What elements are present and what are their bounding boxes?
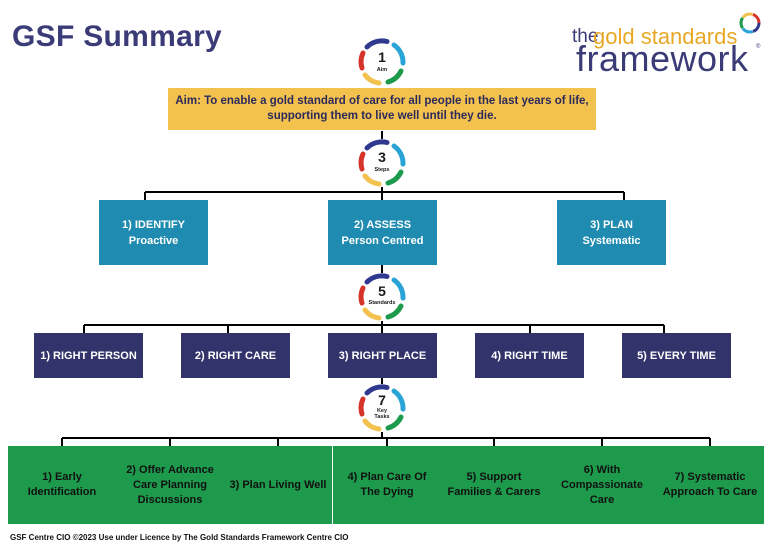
standard-right-person: 1) RIGHT PERSON — [34, 333, 143, 378]
key-task-plan-living-well: 3) Plan Living Well — [224, 446, 332, 524]
standard-every-time: 5) EVERY TIME — [622, 333, 731, 378]
logo-text-gold-standards: gold standards — [593, 24, 738, 49]
key-task-compassionate-care: 6) With Compassionate Care — [548, 446, 656, 524]
badge-standards: 5 Standards — [357, 272, 407, 322]
badge-number: 5 — [378, 283, 386, 299]
badge-number: 1 — [378, 49, 386, 65]
logo-text-the: the — [572, 26, 599, 47]
step-title: 2) ASSESS — [353, 218, 412, 231]
ring-icon — [358, 384, 406, 432]
logo-text-framework: framework — [576, 38, 749, 79]
badge-label: Aim — [376, 67, 388, 73]
logo-ring-icon — [739, 12, 761, 34]
badge-label: Key Tasks — [374, 408, 390, 420]
footer-copyright: GSF Centre CIO ©2023 Use under Licence b… — [10, 533, 349, 542]
badge-aim: 1 Aim — [357, 37, 407, 87]
badge-number: 7 — [378, 392, 386, 408]
step-subtitle: Proactive — [128, 234, 179, 247]
aim-statement-box: Aim: To enable a gold standard of care f… — [168, 88, 596, 130]
badge-label: Standards — [368, 300, 396, 306]
key-task-systematic-approach: 7) Systematic Approach To Care — [656, 446, 764, 524]
step-plan: 3) PLAN Systematic — [557, 200, 666, 265]
badge-number: 3 — [378, 149, 386, 165]
key-task-support-families: 5) Support Families & Carers — [440, 446, 548, 524]
ring-icon — [358, 139, 406, 187]
step-assess: 2) ASSESS Person Centred — [328, 200, 437, 265]
key-task-advance-care-planning: 2) Offer Advance Care Planning Discussio… — [116, 446, 224, 524]
step-subtitle: Systematic — [582, 234, 641, 247]
ring-icon — [358, 273, 406, 321]
step-subtitle: Person Centred — [341, 234, 424, 247]
step-title: 3) PLAN — [590, 218, 633, 231]
standard-right-care: 2) RIGHT CARE — [181, 333, 290, 378]
badge-key-tasks: 7 Key Tasks — [357, 383, 407, 433]
aim-text-line-1: Aim: To enable a gold standard of care f… — [175, 95, 589, 107]
key-task-plan-care-of-dying: 4) Plan Care Of The Dying — [333, 446, 441, 524]
page-title: GSF Summary — [12, 20, 223, 53]
badge-label: Steps — [374, 167, 390, 173]
logo-registered-mark: ® — [756, 44, 761, 50]
badge-steps: 3 Steps — [357, 138, 407, 188]
standard-right-place: 3) RIGHT PLACE — [328, 333, 437, 378]
key-task-early-identification: 1) Early Identification — [8, 446, 116, 524]
gsf-logo: the gold standards framework ® — [560, 10, 765, 79]
standard-right-time: 4) RIGHT TIME — [475, 333, 584, 378]
step-identify: 1) IDENTIFY Proactive — [99, 200, 208, 265]
ring-icon — [358, 38, 406, 86]
aim-text-line-2: supporting them to live well until they … — [267, 110, 497, 122]
step-title: 1) IDENTIFY — [122, 218, 185, 231]
